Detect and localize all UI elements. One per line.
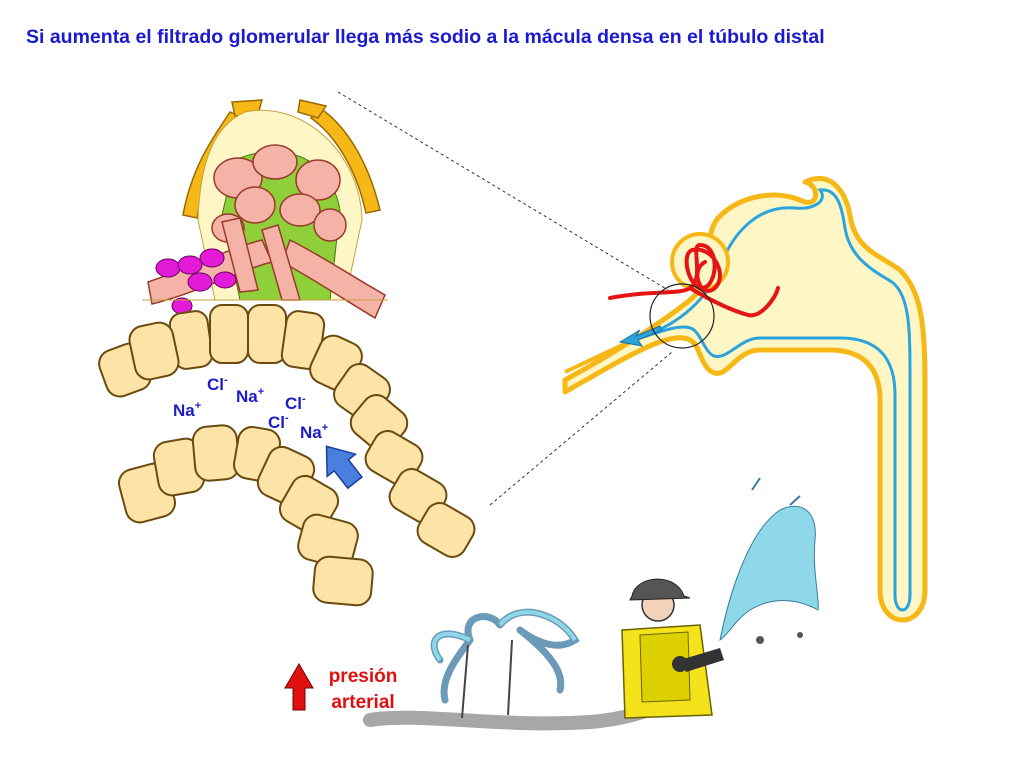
zoom-line-top: [337, 91, 669, 291]
firefighter-illustration: [363, 477, 819, 731]
ion-label-na: Na+: [300, 422, 329, 442]
glomerulus-illustration: [142, 99, 388, 320]
pressure-label-line1: presión: [328, 666, 398, 687]
pressure-up-arrow-icon: [284, 663, 314, 711]
ion-label-cl: Cl-: [285, 393, 306, 413]
flow-arrow-icon: [325, 445, 363, 490]
ion-label-cl: Cl-: [268, 412, 289, 432]
page-title: Si aumenta el filtrado glomerular llega …: [26, 26, 825, 48]
nephron-illustration: [562, 175, 928, 623]
tubule-cells: [98, 304, 476, 607]
ion-label-na: Na+: [173, 400, 202, 420]
pressure-label: presión arterial: [318, 664, 408, 716]
pressure-label-line2: arterial: [331, 692, 395, 713]
zoom-line-bottom: [489, 351, 673, 506]
ion-label-cl: Cl-: [207, 374, 228, 394]
ion-label-na: Na+: [236, 386, 265, 406]
